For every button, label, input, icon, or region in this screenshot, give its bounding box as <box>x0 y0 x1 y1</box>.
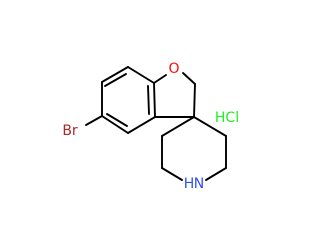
bond-layer <box>85 66 227 181</box>
bond-c6-br <box>85 115 103 126</box>
bond-c7a-c7 <box>101 66 129 83</box>
bond-c4-c3a-inner <box>147 85 150 115</box>
bond-c6-c5-inner <box>106 113 128 127</box>
bond-c3a-c7a <box>127 66 155 84</box>
bond-c4-c3a <box>153 82 156 118</box>
nitrogen-atom-label: N <box>194 176 204 192</box>
bromine-atom-label: Br <box>62 123 78 139</box>
bond-c5-c4 <box>127 116 156 134</box>
bond-c7-c7-inner <box>104 73 127 87</box>
bond-c6-c5 <box>101 115 129 134</box>
bond-n-cl2 <box>161 167 183 181</box>
bond-c2-c3 <box>193 83 196 118</box>
bond-cl1-spiro <box>161 116 195 137</box>
bond-c3a-o1 <box>153 74 167 84</box>
hcl-salt-label: HCl <box>215 110 239 126</box>
atom-label-layer: O Br N H HCl <box>62 61 239 192</box>
bond-o1-c2 <box>182 72 196 85</box>
molecule-drawing: O Br N H HCl <box>62 61 239 192</box>
nitrogen-hydrogen-label: H <box>184 176 195 192</box>
structure-canvas: O Br N H HCl <box>62 61 239 192</box>
oxygen-atom-label: O <box>168 61 179 77</box>
bond-cr2-n <box>205 167 227 181</box>
bond-spiro-cr1 <box>193 116 227 137</box>
